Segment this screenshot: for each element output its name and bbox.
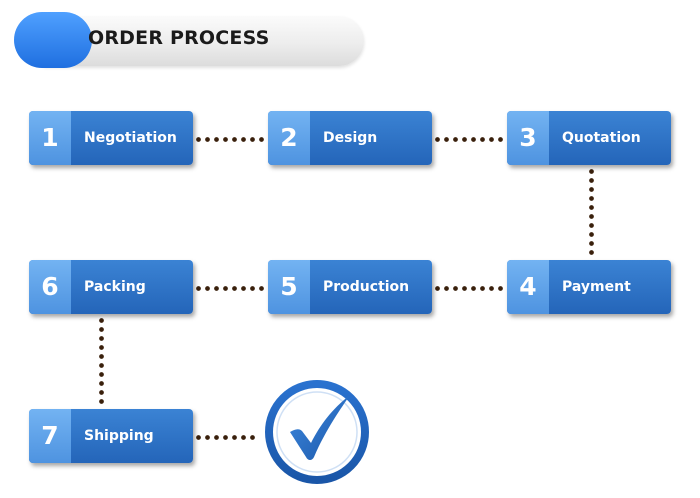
connector-1-2 <box>194 137 266 142</box>
step-number-box <box>268 111 310 165</box>
step-number: 7 <box>41 421 59 450</box>
step-number-box <box>268 260 310 314</box>
step-negotiation: 1 Negotiation <box>29 111 193 165</box>
step-number: 5 <box>280 272 298 301</box>
step-label: Design <box>323 130 378 146</box>
step-label: Production <box>323 279 410 295</box>
step-number-box <box>29 260 71 314</box>
step-number-box <box>29 111 71 165</box>
header-bar <box>44 16 364 66</box>
step-number: 4 <box>519 272 537 301</box>
step-packing: 6 Packing <box>29 260 193 314</box>
step-number-box <box>507 111 549 165</box>
step-number: 3 <box>519 123 537 152</box>
step-payment: 4 Payment <box>507 260 671 314</box>
step-number-box <box>29 409 71 463</box>
connector-2-3 <box>433 137 505 142</box>
header: ORDER PROCESS <box>14 12 366 68</box>
connector-4-5 <box>433 286 505 291</box>
page-title: ORDER PROCESS <box>88 27 270 49</box>
step-production: 5 Production <box>268 260 432 314</box>
step-quotation: 3 Quotation <box>507 111 671 165</box>
connector-5-6 <box>194 286 266 291</box>
step-label: Shipping <box>84 428 154 444</box>
connector-7-check <box>194 435 258 440</box>
step-number: 1 <box>41 123 59 152</box>
header-accent-pill <box>14 12 92 68</box>
checkmark-tick <box>290 395 350 460</box>
step-design: 2 Design <box>268 111 432 165</box>
step-shipping: 7 Shipping <box>29 409 193 463</box>
check-inner-ring <box>276 391 358 473</box>
step-number: 2 <box>280 123 298 152</box>
checkmark-circle-svg <box>265 380 369 484</box>
connector-3-4 <box>589 167 594 259</box>
step-label: Payment <box>562 279 631 295</box>
connector-6-7 <box>99 316 104 408</box>
step-number: 6 <box>41 272 59 301</box>
step-label: Packing <box>84 279 146 295</box>
checkmark-circle-icon <box>264 377 372 485</box>
step-label: Negotiation <box>84 130 177 146</box>
step-number-box <box>507 260 549 314</box>
step-label: Quotation <box>562 130 641 146</box>
